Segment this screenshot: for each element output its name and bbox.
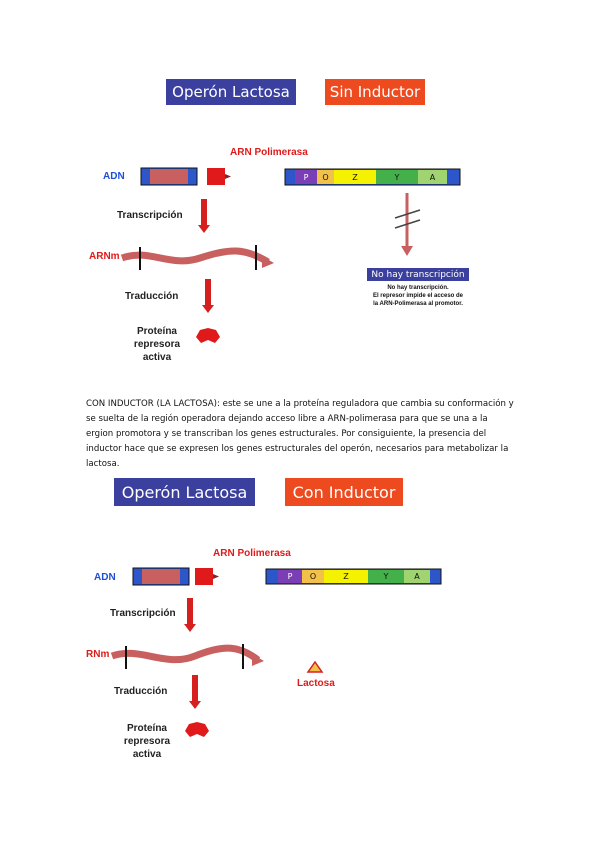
section2-transcripcion-arrow	[187, 598, 193, 624]
section1-title-right: Sin Inductor	[325, 79, 425, 105]
section1-polimerasa-block	[207, 168, 225, 185]
section2-title-left: Operón Lactosa	[114, 478, 255, 506]
section2-genes: P O Z Y A	[278, 570, 430, 583]
gene-p: P	[278, 570, 302, 583]
section1-title-left: Operón Lactosa	[166, 79, 296, 105]
section1-transcripcion-arrow	[201, 199, 207, 225]
no-hay-transcripcion-note: No hay transcripción. El represor impide…	[372, 285, 464, 307]
gene-z: Z	[324, 570, 368, 583]
gene-o: O	[302, 570, 324, 583]
section2-proteina-label: Proteína represora activa	[123, 723, 171, 760]
section1-proteina-label: Proteína represora activa	[133, 326, 181, 363]
section2-rnm-wave	[110, 644, 261, 664]
gene-o: O	[317, 170, 334, 184]
section2-adn-label: ADN	[94, 572, 116, 583]
section1-traduccion-label: Traducción	[125, 291, 179, 302]
section2-arn-polimerasa-label: ARN Polimerasa	[213, 548, 291, 559]
section1-transcripcion-label: Transcripción	[117, 210, 183, 221]
section1-arnm-label: ARNm	[89, 251, 120, 262]
lactosa-label: Lactosa	[297, 678, 335, 689]
section2-represora-shape	[185, 722, 209, 737]
gene-a: A	[418, 170, 447, 184]
gene-y: Y	[376, 170, 418, 184]
section1-adn-label: ADN	[103, 171, 125, 182]
section2-regulator-gene	[142, 569, 180, 584]
gene-z: Z	[334, 170, 376, 184]
gene-y: Y	[368, 570, 404, 583]
section1-polimerasa-arrow	[225, 174, 231, 179]
no-hay-transcripcion-box: No hay transcripción	[367, 268, 469, 281]
section2-title-right: Con Inductor	[285, 478, 403, 506]
gene-p: P	[295, 170, 317, 184]
section2-transcripcion-label: Transcripción	[110, 608, 176, 619]
section1-arn-polimerasa-label: ARN Polimerasa	[230, 147, 308, 158]
section2-polimerasa-arrow	[213, 574, 219, 579]
gene-a: A	[404, 570, 430, 583]
section1-represora-shape	[196, 328, 220, 343]
body-paragraph: CON INDUCTOR (LA LACTOSA): este se une a…	[86, 399, 514, 469]
section2-rnm-label: RNm	[86, 649, 110, 660]
section1-regulator-gene	[150, 169, 188, 184]
section1-arnm-wave	[120, 247, 270, 266]
section2-traduccion-label: Traducción	[114, 686, 168, 697]
section2-polimerasa-block	[195, 568, 213, 585]
section1-genes: P O Z Y A	[295, 170, 447, 184]
lactosa-triangle	[306, 660, 324, 673]
section2-traduccion-arrow	[192, 675, 198, 701]
section1-traduccion-arrow	[205, 279, 211, 305]
